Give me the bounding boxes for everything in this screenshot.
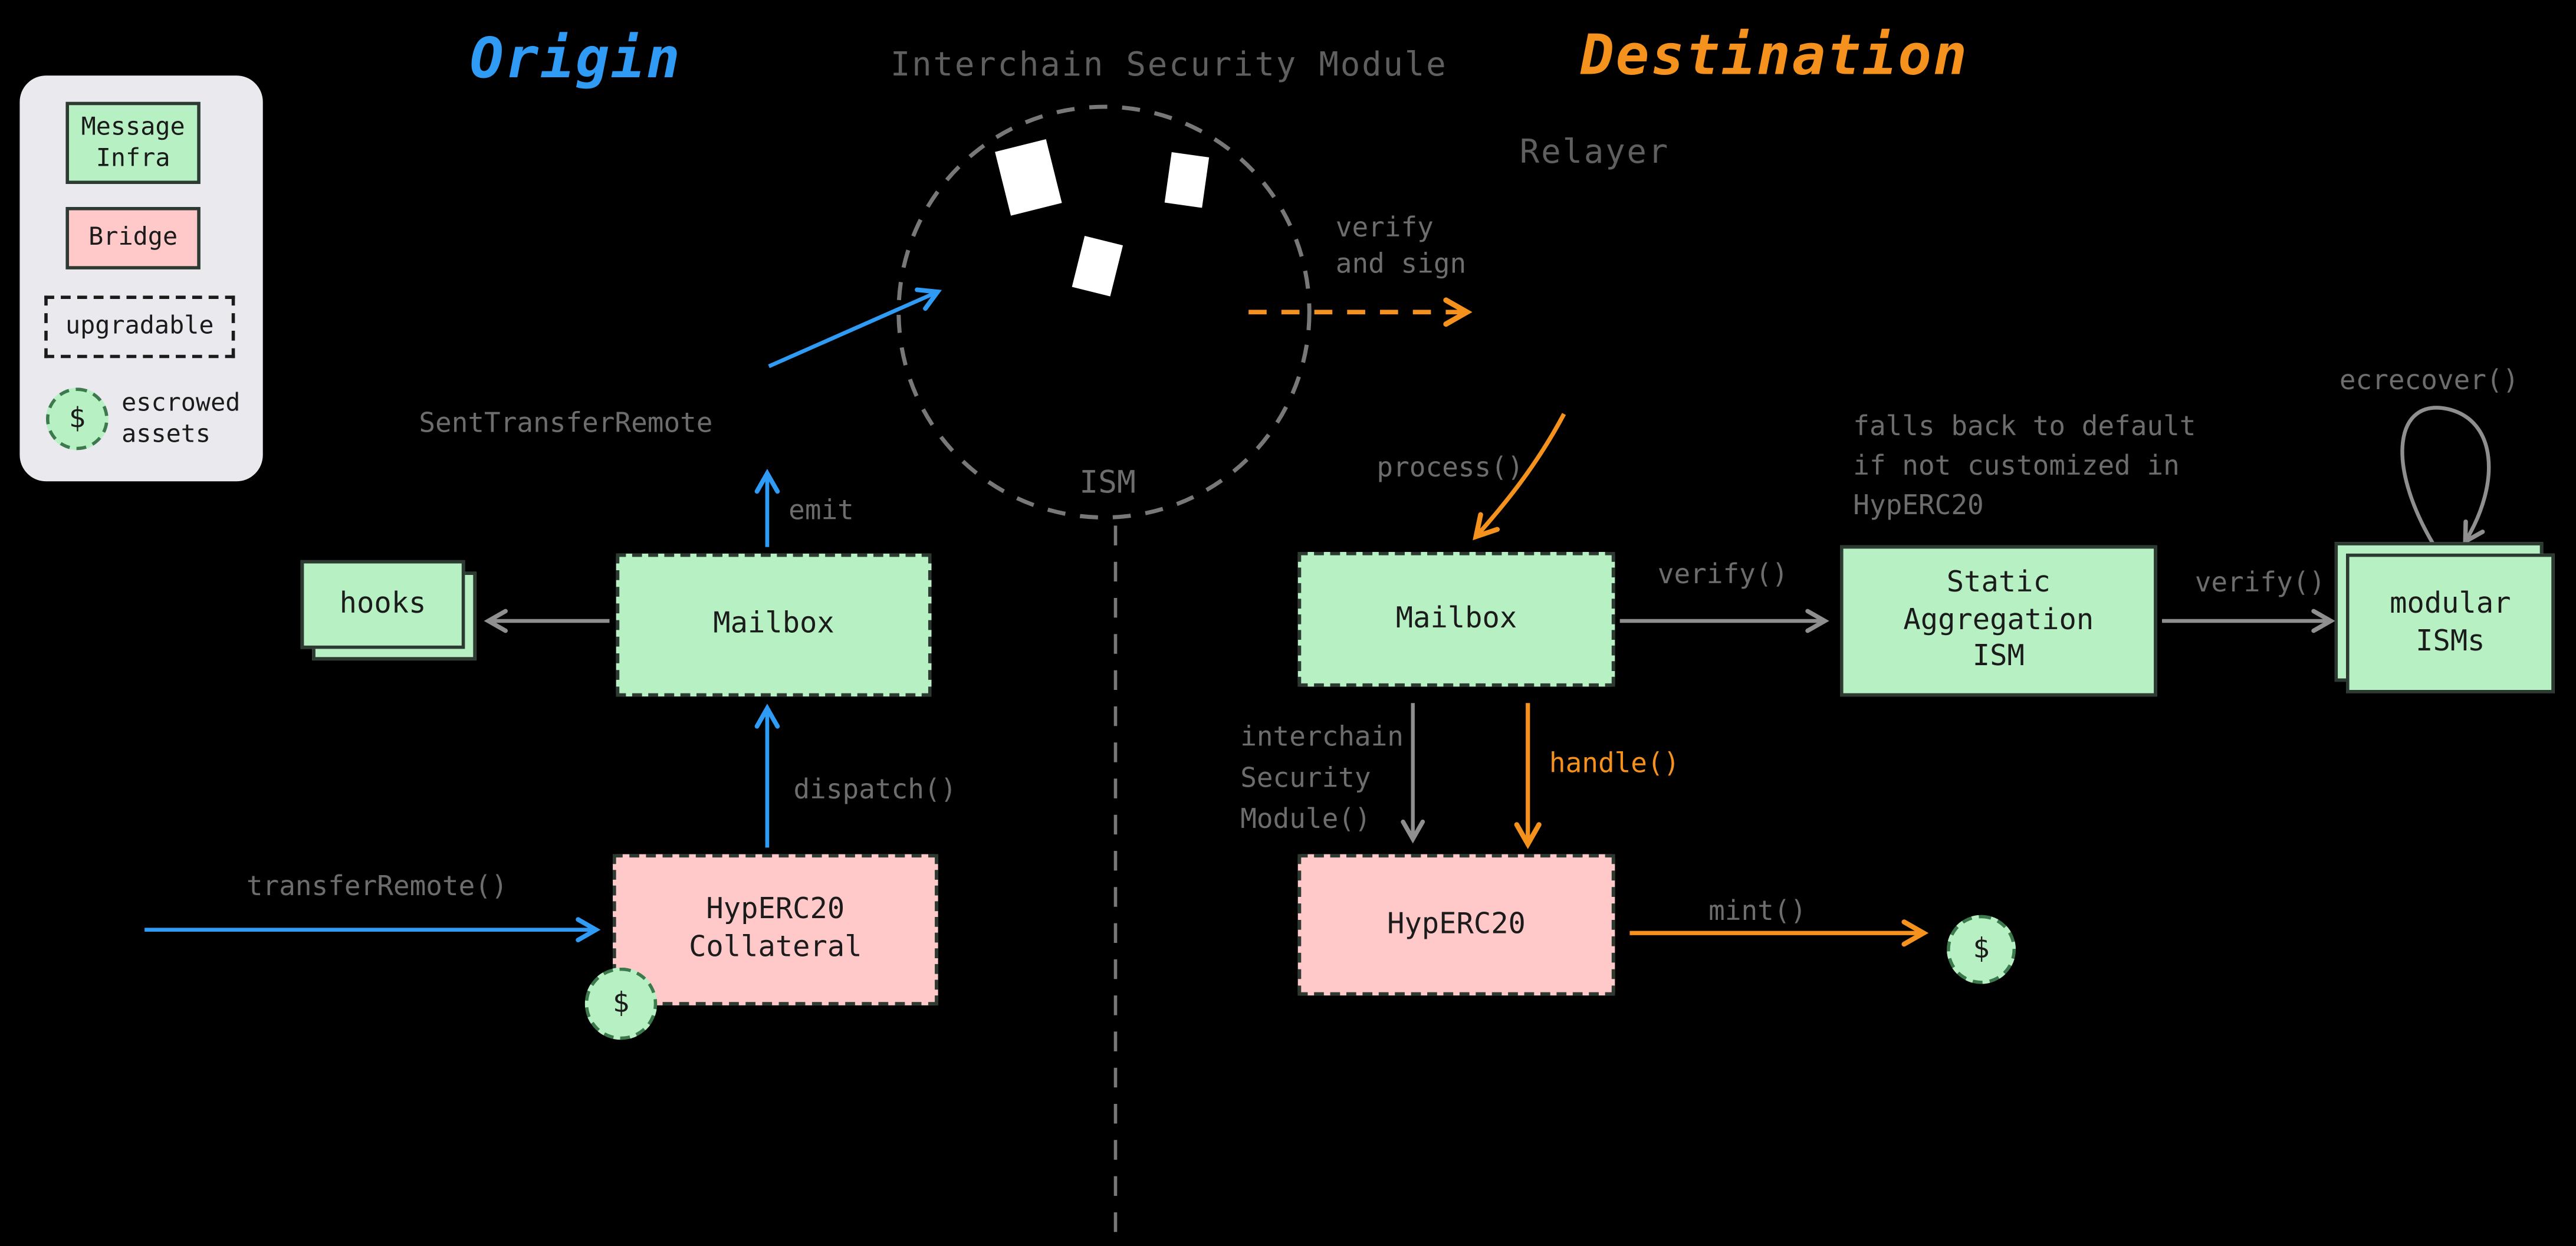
message-envelope-icon <box>995 139 1062 216</box>
falls-back-label: falls back to default if not customized … <box>1853 410 2196 521</box>
ism-module-title: Interchain Security Module <box>890 44 1448 84</box>
origin-title: Origin <box>469 26 682 92</box>
legend-escrow-coin-icon: $ <box>45 387 109 451</box>
modular-isms-label: modular ISMs <box>2390 587 2511 658</box>
hyperc20-collateral-label: HypERC20 Collateral <box>689 894 862 965</box>
mailbox-origin-label: Mailbox <box>713 608 834 641</box>
legend-message-infra-label: Message Infra <box>81 111 185 173</box>
mailbox-origin-box: Mailbox <box>616 553 932 697</box>
legend-message-infra: Message Infra <box>65 101 201 184</box>
hyperc20-collateral-box: HypERC20 Collateral <box>613 854 938 1005</box>
hyperc20-box: HypERC20 <box>1297 854 1615 996</box>
legend-upgradable-label: upgradable <box>65 311 214 341</box>
hyperc20-label: HypERC20 <box>1387 908 1526 941</box>
sent-transfer-remote-label: SentTransferRemote <box>419 407 713 439</box>
legend-bridge-label: Bridge <box>88 222 178 252</box>
emit-label: emit <box>788 494 854 526</box>
legend-bridge: Bridge <box>65 206 201 269</box>
mailbox-destination-box: Mailbox <box>1297 551 1615 687</box>
escrow-origin-coin-icon: $ <box>584 967 658 1040</box>
legend-escrowed-assets-label: escrowed assets <box>121 387 241 448</box>
arrow-ecrecover-loop <box>2400 406 2491 545</box>
process-label: process() <box>1376 452 1524 483</box>
dispatch-label: dispatch() <box>793 774 957 805</box>
legend: Message Infra Bridge upgradable $ escrow… <box>19 75 263 482</box>
static-aggregation-ism-box: Static Aggregation ISM <box>1839 545 2157 697</box>
transfer-remote-label: transferRemote() <box>246 870 508 902</box>
relayer-title: Relayer <box>1519 131 1670 171</box>
verify-mailbox-label: verify() <box>1657 558 1789 590</box>
ism-circle-label: ISM <box>1079 465 1136 501</box>
verify-and-sign-label: verify and sign <box>1335 212 1467 280</box>
ecrecover-label: ecrecover() <box>2339 364 2519 396</box>
static-aggregation-ism-label: Static Aggregation ISM <box>1903 566 2094 675</box>
escrow-destination-coin-icon: $ <box>1947 915 2016 984</box>
arrow-to-ism <box>768 287 942 369</box>
arrow-process <box>1473 413 1566 541</box>
message-envelope-icon <box>1072 235 1123 297</box>
message-envelope-icon <box>1164 152 1210 208</box>
mint-label: mint() <box>1708 895 1807 927</box>
interchain-security-module-label: interchain Security Module() <box>1240 721 1404 834</box>
hooks-label: hooks <box>339 587 426 620</box>
verify-static-label: verify() <box>2194 567 2326 598</box>
ism-dashed-circle <box>896 104 1312 520</box>
modular-isms-box: modular ISMs <box>2345 553 2555 693</box>
escrow-destination-symbol: $ <box>1973 933 1990 966</box>
mailbox-destination-label: Mailbox <box>1395 602 1517 636</box>
legend-upgradable: upgradable <box>44 295 235 359</box>
handle-label: handle() <box>1549 747 1680 779</box>
destination-title: Destination <box>1580 22 1969 89</box>
escrow-origin-symbol: $ <box>612 987 630 1020</box>
hooks-box: hooks <box>300 560 465 649</box>
legend-escrow-symbol: $ <box>68 402 86 436</box>
